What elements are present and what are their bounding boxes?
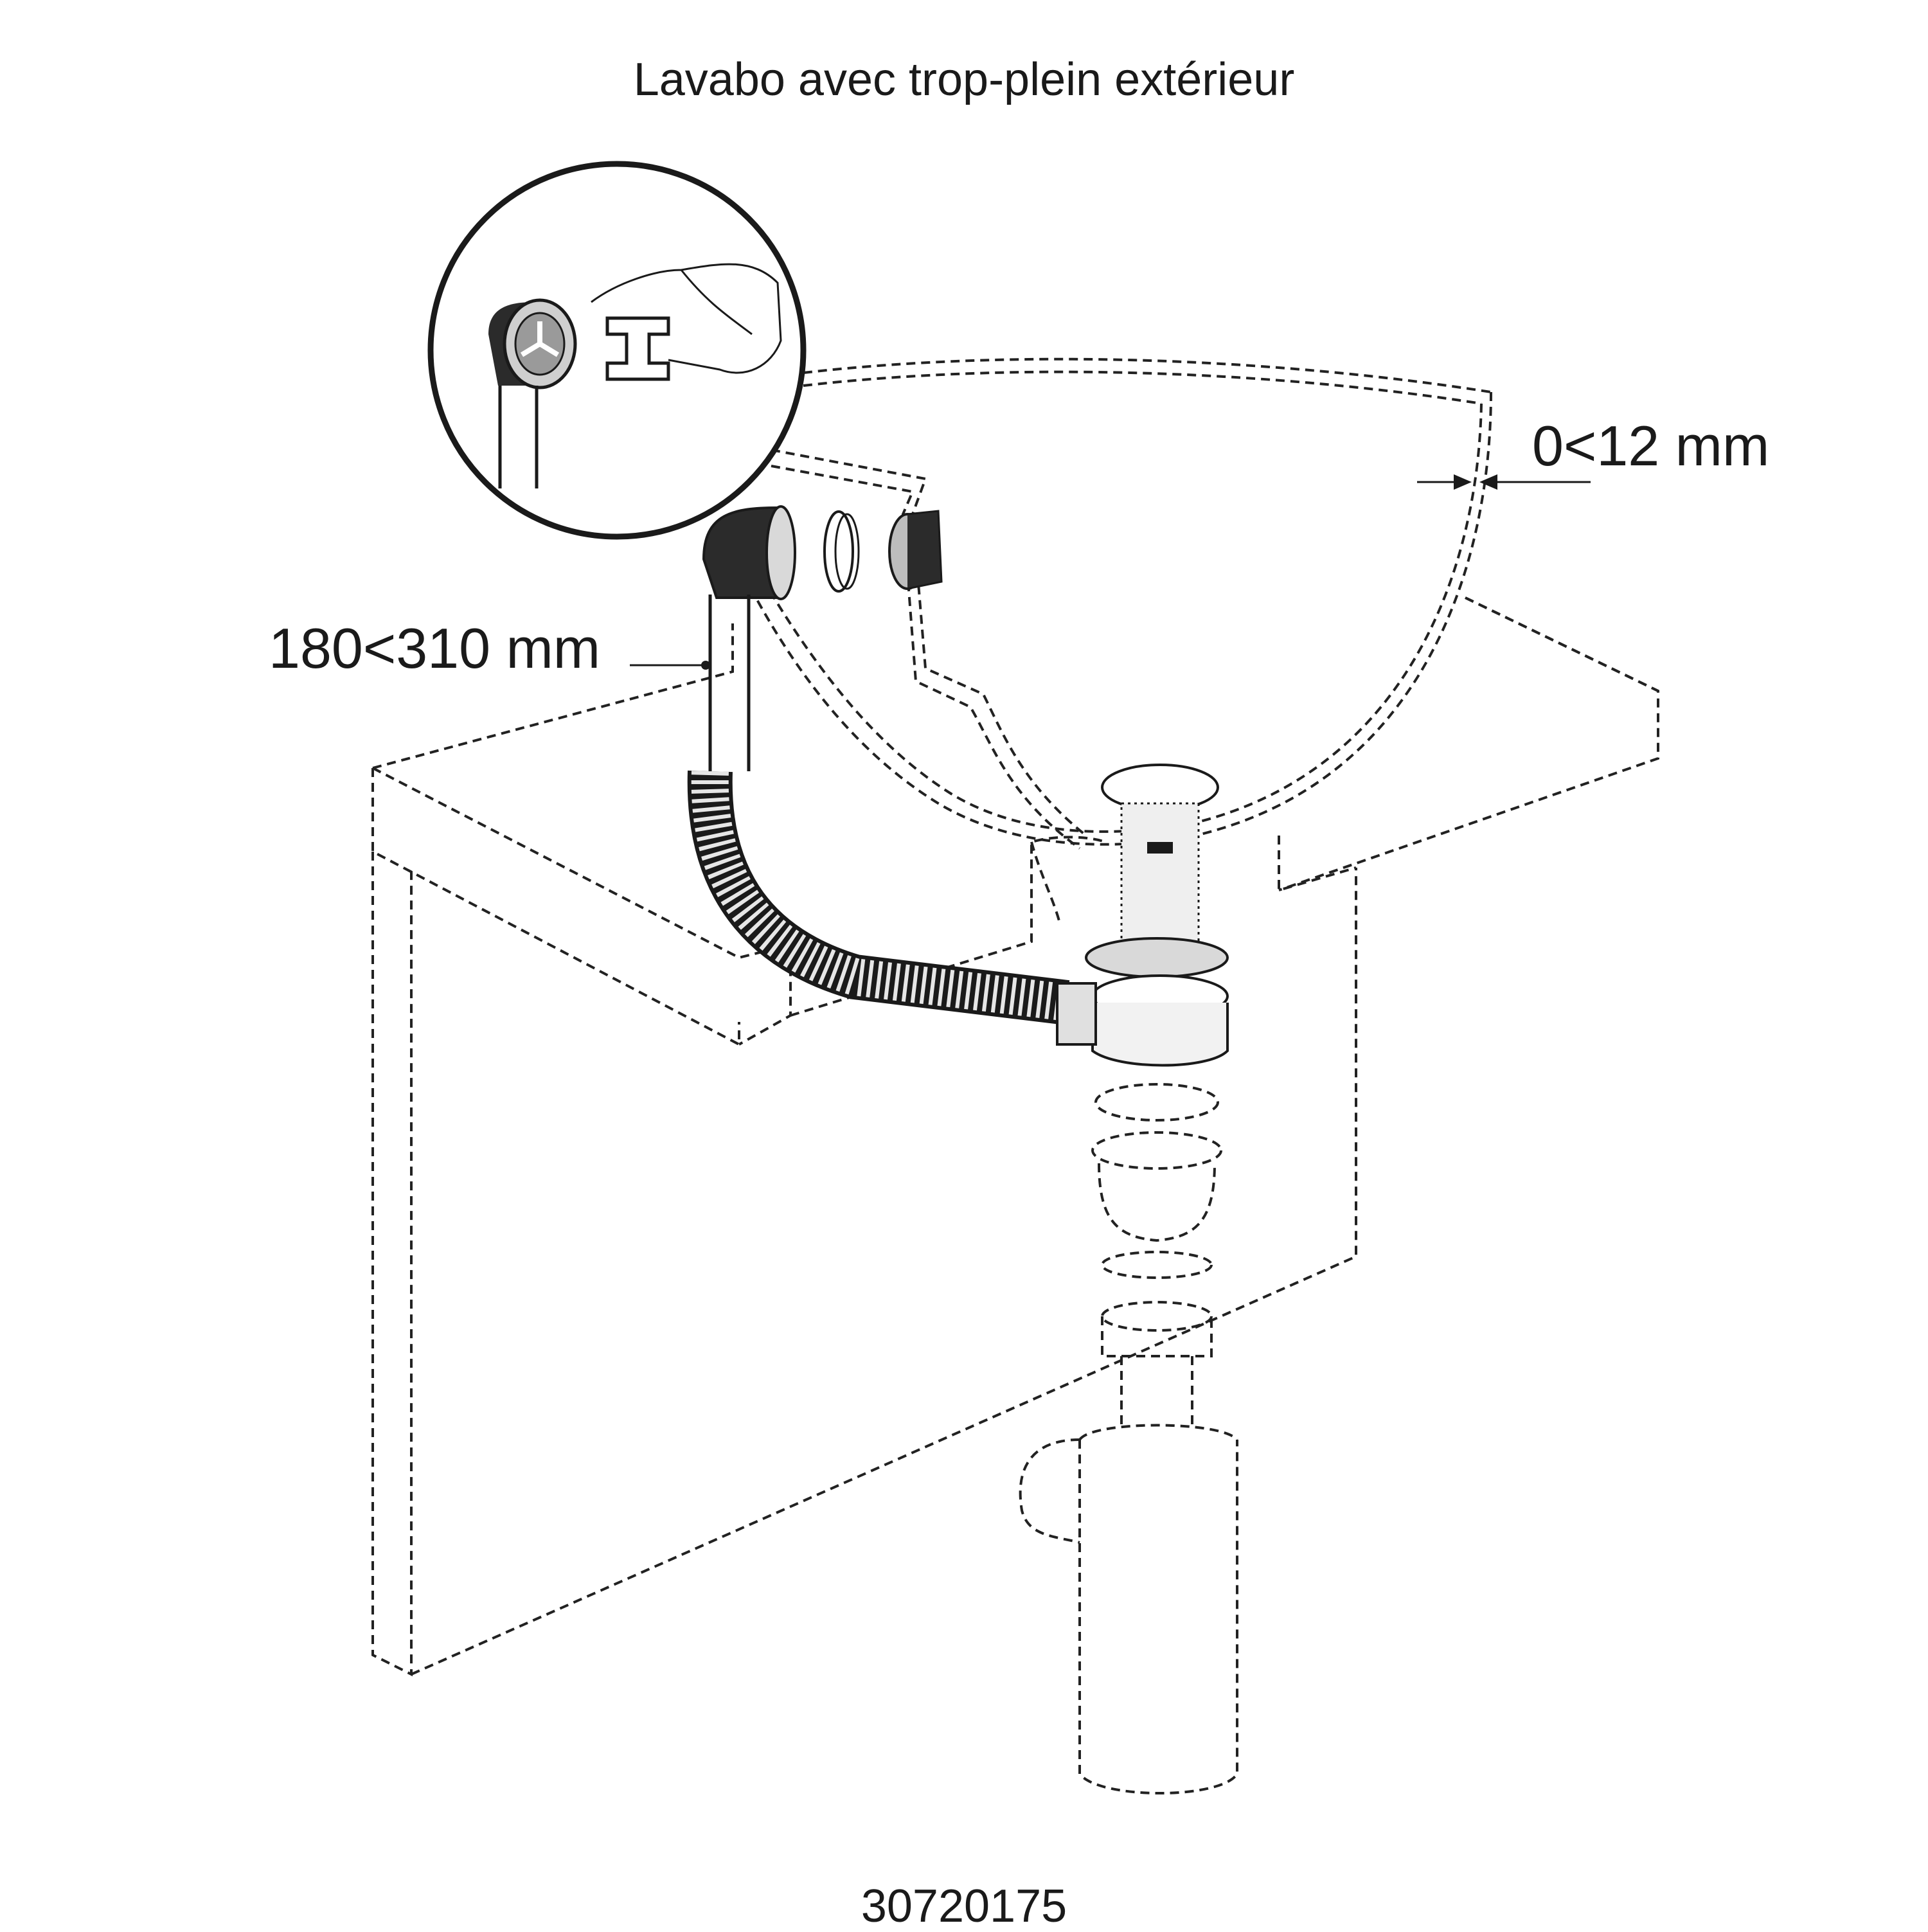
product-reference: 30720175 [861, 1881, 1067, 1932]
hand-wrench-icon [591, 263, 782, 374]
overflow-thickness-label: 0<12 mm [1532, 414, 1770, 478]
vanity-cabinet [371, 596, 1659, 1677]
pipe-length-label: 180<310 mm [269, 616, 601, 680]
pop-up-waste [1056, 764, 1229, 1067]
thickness-dimension-arrows [1417, 474, 1591, 490]
overflow-fitting-parts [702, 505, 943, 600]
overflow-pipe [630, 595, 1070, 1025]
overflow-detail-inset [427, 161, 807, 540]
bottle-trap [1019, 1083, 1238, 1794]
diagram-title: Lavabo avec trop-plein extérieur [633, 54, 1295, 105]
washbasin [738, 357, 1492, 850]
